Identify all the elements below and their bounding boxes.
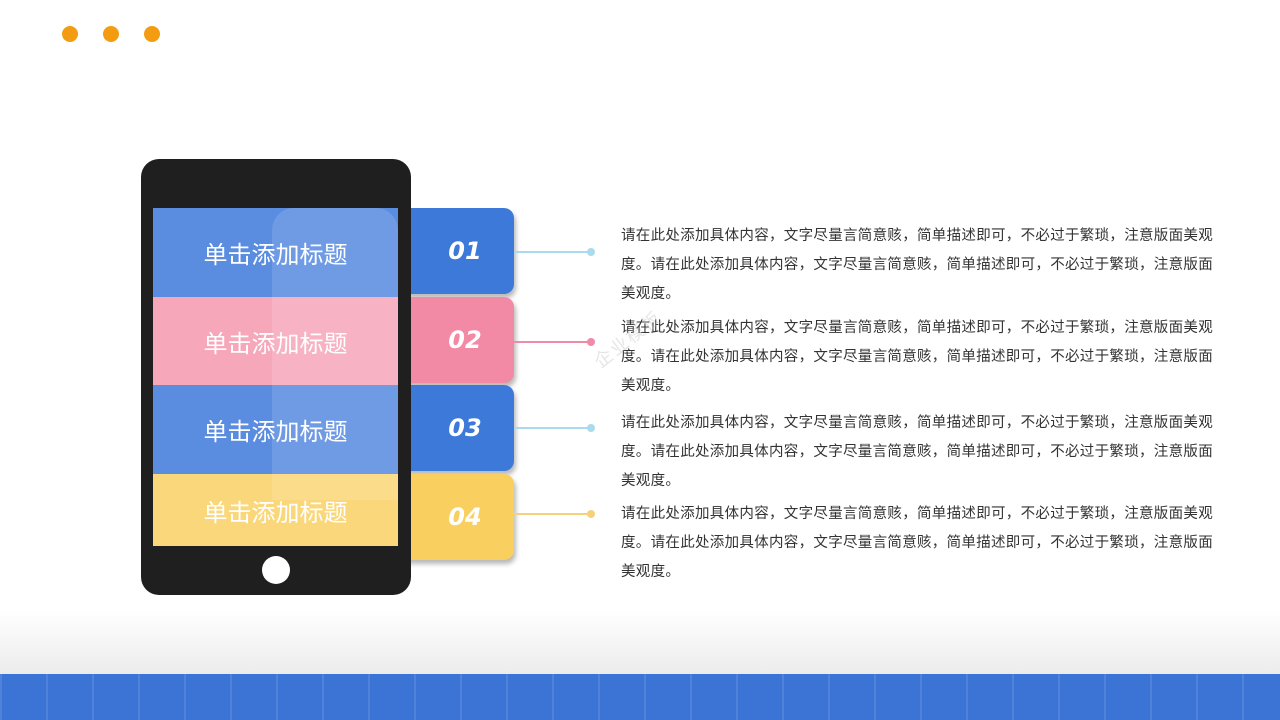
dot-icon: [103, 26, 119, 42]
title-text: 单击添加标题: [203, 498, 348, 527]
connector-line-03: [514, 424, 595, 432]
bottom-band: [0, 674, 1280, 720]
dot-icon: [144, 26, 160, 42]
connector-line-02: [514, 338, 595, 346]
screen-glare: [272, 208, 398, 500]
description-03[interactable]: 请在此处添加具体内容，文字尽量言简意赅，简单描述即可，不必过于繁琐，注意版面美观…: [621, 415, 1213, 489]
description-04[interactable]: 请在此处添加具体内容，文字尽量言简意赅，简单描述即可，不必过于繁琐，注意版面美观…: [621, 506, 1213, 580]
tab-01: [396, 208, 514, 294]
tab-04: [396, 474, 514, 560]
connector-line-01: [514, 248, 595, 256]
decorative-dots: [62, 26, 160, 42]
title-text: 单击添加标题: [203, 418, 348, 446]
screen-title-02[interactable]: 单击添加标题: [153, 297, 398, 385]
screen-title-03[interactable]: 单击添加标题: [153, 385, 398, 474]
tab-number-01: 01: [448, 237, 482, 265]
screen-title-01[interactable]: 单击添加标题: [153, 208, 398, 297]
home-button-icon: [262, 556, 290, 584]
tab-number-03: 03: [448, 414, 482, 442]
tab-02: [396, 297, 514, 383]
tab-number-02: 02: [448, 326, 482, 354]
title-text: 单击添加标题: [203, 241, 348, 269]
screen-title-04[interactable]: 单击添加标题: [153, 474, 398, 546]
tab-number-04: 04: [448, 503, 482, 531]
description-02[interactable]: 请在此处添加具体内容，文字尽量言简意赅，简单描述即可，不必过于繁琐，注意版面美观…: [621, 320, 1213, 394]
bottom-fade: [0, 610, 1280, 674]
description-01[interactable]: 请在此处添加具体内容，文字尽量言简意赅，简单描述即可，不必过于繁琐，注意版面美观…: [621, 228, 1213, 302]
title-text: 单击添加标题: [203, 329, 348, 358]
connector-line-04: [514, 510, 595, 518]
dot-icon: [62, 26, 78, 42]
tab-03: [396, 385, 514, 471]
